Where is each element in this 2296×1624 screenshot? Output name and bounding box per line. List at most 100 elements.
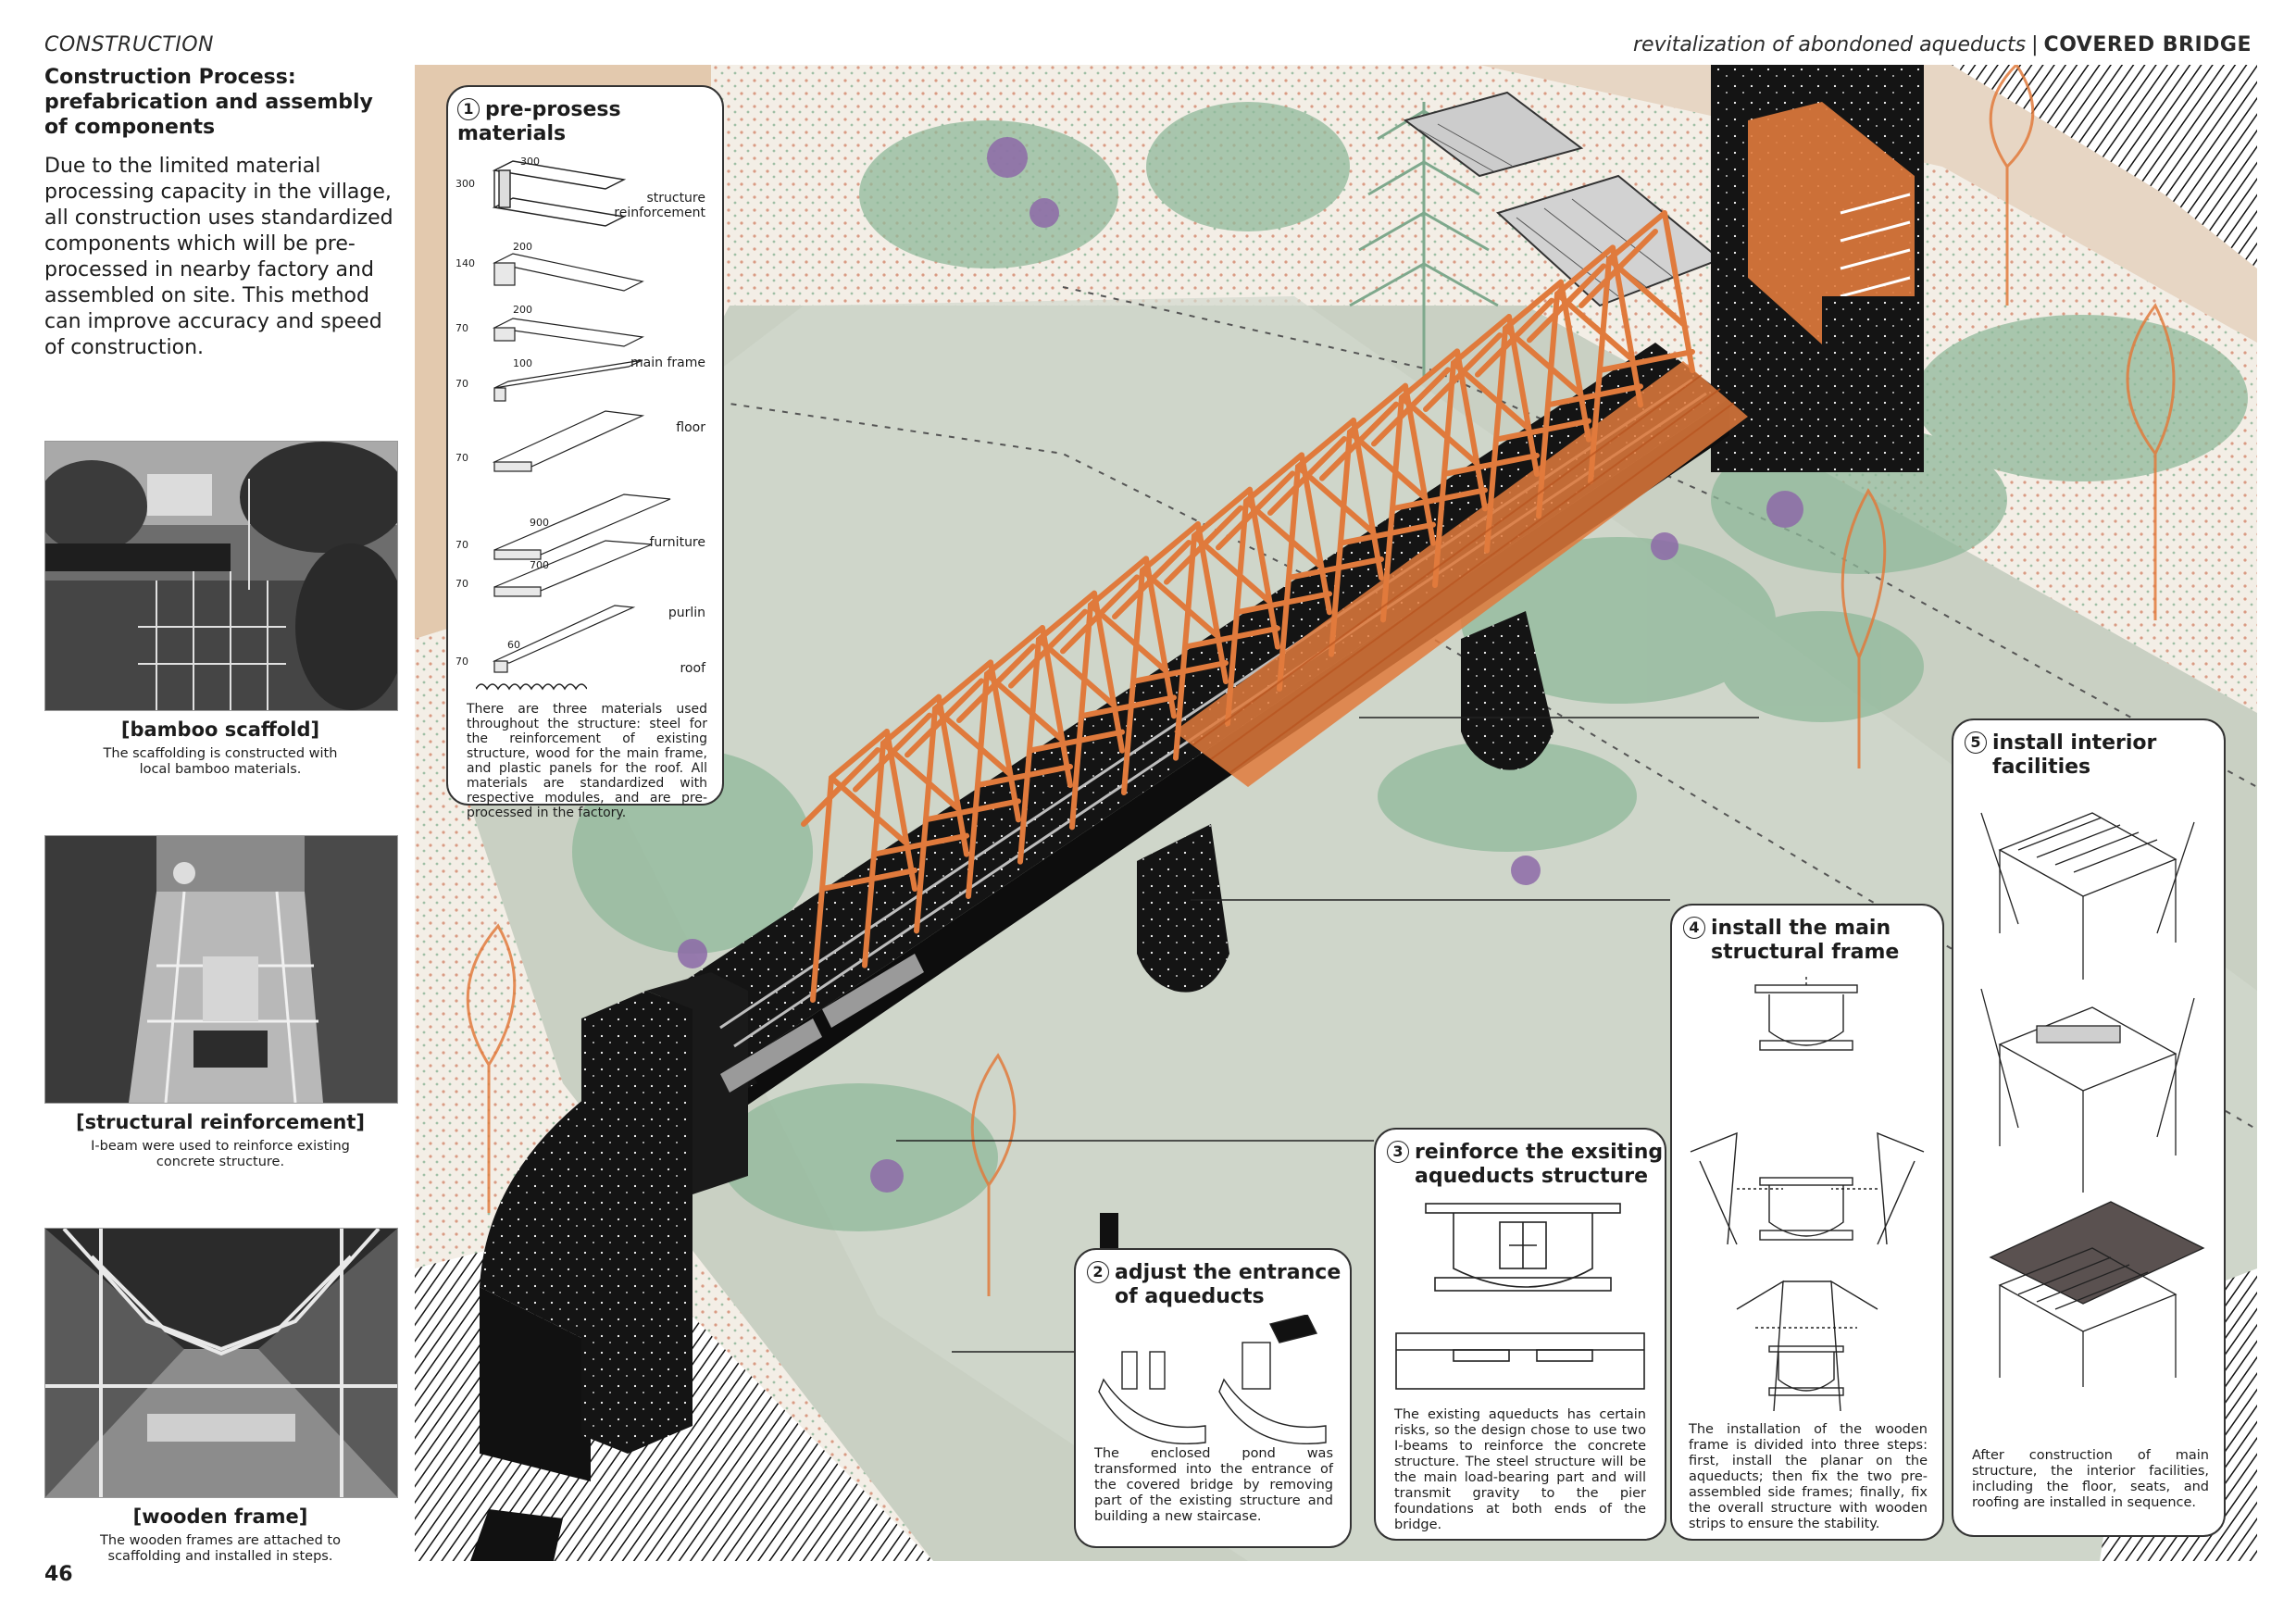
page-number: 46 — [44, 1563, 73, 1586]
dim-12: 700 — [530, 559, 549, 571]
photo-2-title: [structural reinforcement] — [76, 1111, 365, 1133]
reinforcement-diagram — [1395, 1203, 1645, 1390]
dim-2: 300 — [455, 178, 475, 190]
floor-boards — [1174, 361, 1748, 787]
step-3-title-line1: reinforce the exsiting — [1415, 1141, 1664, 1164]
step-4-title-line1: install the main — [1711, 917, 1891, 940]
timber-frame — [801, 729, 917, 1003]
entrance-diagram — [1098, 1315, 1327, 1444]
leader-lines — [896, 717, 1759, 1353]
photo-structural-reinforcement — [44, 835, 398, 1104]
photo-wooden-frame — [44, 1228, 398, 1498]
roof-panel-1 — [1403, 91, 1584, 178]
dim-13: 70 — [455, 578, 468, 590]
step-5-text: After construction of main structure, th… — [1972, 1448, 2209, 1510]
step-4-title-line2: structural frame — [1711, 941, 1900, 964]
timber-frame — [1319, 382, 1436, 657]
sidebar-title: Construction Process: prefabrication and… — [44, 66, 373, 139]
dim-11: 70 — [455, 539, 468, 551]
photo-3-title: [wooden frame] — [132, 1505, 308, 1528]
dim-3: 200 — [513, 241, 532, 253]
steel-segment-2 — [822, 954, 924, 1028]
step-2-heading: 2 adjust the entrance of aqueducts — [1087, 1261, 1341, 1309]
timber-frame — [1578, 210, 1695, 484]
dim-10: 900 — [530, 517, 549, 529]
callout-step-4: 4 install the main structural frame — [1670, 904, 1944, 1541]
dim-6: 70 — [455, 322, 468, 334]
tree-green — [1349, 102, 1499, 380]
timber-frame — [1164, 486, 1280, 761]
pier-3 — [1822, 296, 1924, 463]
pier-1 — [1137, 824, 1229, 993]
sidebar-intro: Due to the limited material processing c… — [44, 155, 393, 359]
timber-frame — [1527, 244, 1643, 519]
photo-bamboo-scaffold — [44, 441, 398, 711]
timber-frame — [1475, 279, 1591, 554]
dim-9: 70 — [455, 452, 468, 464]
step-5-title-line2: facilities — [1992, 756, 2091, 779]
step-3-number: 3 — [1387, 1141, 1409, 1163]
step-2-title-line2: of aqueducts — [1115, 1285, 1265, 1308]
timber-frame — [1423, 314, 1540, 588]
trees-orange — [466, 65, 2176, 1296]
step-2-text: The enclosed pond was transformed into t… — [1094, 1446, 1333, 1524]
label-roof: roof — [680, 661, 705, 676]
header-separator: | — [2031, 33, 2039, 56]
pier-2 — [1461, 611, 1554, 770]
dim-5: 200 — [513, 304, 532, 316]
hatch-top-right — [1952, 65, 2257, 269]
label-furniture: furniture — [649, 535, 706, 550]
step-3-title-line2: aqueducts structure — [1415, 1165, 1649, 1188]
steel-segment-1 — [720, 1018, 822, 1093]
timber-frame — [1216, 452, 1332, 727]
interior-install-diagram — [1980, 812, 2205, 1387]
dim-4: 140 — [455, 257, 475, 269]
label-floor: floor — [676, 420, 705, 435]
planting-green — [572, 102, 2248, 1231]
dim-14: 60 — [507, 639, 520, 651]
step-3-heading: 3 reinforce the exsiting aqueducts struct… — [1387, 1141, 1663, 1189]
photo-1-title: [bamboo scaffold] — [120, 718, 320, 741]
materials-dimensions: 300 300 200 140 200 70 100 70 70 900 70 … — [455, 141, 724, 678]
step-3-text: The existing aqueducts has certain risks… — [1394, 1407, 1646, 1532]
timber-frame — [853, 693, 969, 968]
dim-7: 100 — [513, 357, 532, 369]
timber-frame — [1267, 418, 1384, 692]
photo-2-caption: I-beam were used to reinforce existing c… — [91, 1139, 350, 1169]
step-1-text: There are three materials used throughou… — [467, 702, 707, 820]
roof-corrugated-icon — [476, 683, 587, 691]
timber-frame — [1112, 521, 1229, 795]
photo-1-caption: The scaffolding is constructed with loca… — [103, 746, 338, 777]
frame-install-diagram — [1690, 976, 1925, 1412]
step-2-number: 2 — [1087, 1261, 1109, 1283]
label-structure-reinforcement: structure reinforcement — [614, 191, 705, 220]
step-2-title-line1: adjust the entrance — [1115, 1261, 1341, 1284]
dim-15: 70 — [455, 656, 468, 668]
step-5-title-line1: install interior — [1992, 731, 2157, 755]
callout-step-3: 3 reinforce the exsiting aqueducts struct… — [1374, 1128, 1666, 1541]
dim-1: 300 — [520, 156, 540, 168]
step-1-title: pre-prosess materials — [457, 98, 621, 145]
project-title: COVERED BRIDGE — [2043, 33, 2252, 56]
step-5-number: 5 — [1965, 731, 1987, 754]
step-4-text: The installation of the wooden frame is … — [1689, 1422, 1928, 1531]
step-4-number: 4 — [1683, 917, 1705, 939]
timber-frame — [1371, 348, 1488, 623]
timber-frames — [801, 210, 1695, 1003]
materials-diagram — [492, 160, 671, 673]
timber-frame — [956, 625, 1073, 899]
step-1-number: 1 — [457, 98, 480, 120]
step-4-heading: 4 install the main structural frame — [1683, 917, 1899, 965]
section-label: CONSTRUCTION — [44, 33, 214, 56]
callout-step-2: 2 adjust the entrance of aqueducts The en… — [1074, 1248, 1352, 1548]
dim-8: 70 — [455, 378, 468, 390]
timber-frame — [1008, 590, 1125, 865]
entrance-block — [581, 991, 693, 1454]
label-purlin: purlin — [668, 606, 705, 620]
photo-3-caption: The wooden frames are attached to scaffo… — [100, 1533, 341, 1564]
timber-frame — [905, 659, 1021, 934]
